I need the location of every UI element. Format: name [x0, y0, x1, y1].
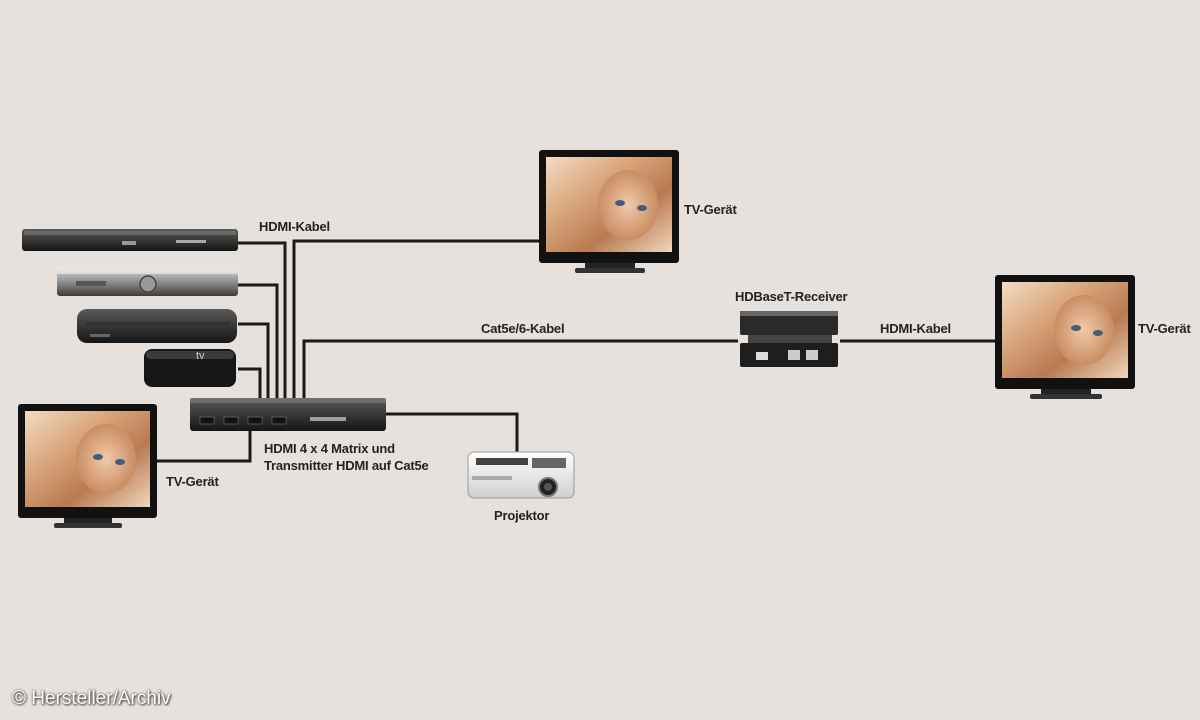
- game-console: [77, 309, 237, 343]
- label-matrix-line1: HDMI 4 x 4 Matrix und: [264, 441, 395, 456]
- label-matrix: HDMI 4 x 4 Matrix und Transmitter HDMI a…: [264, 440, 429, 474]
- label-hdmi-kabel-right: HDMI-Kabel: [880, 321, 951, 336]
- cable-to-tv-top: [292, 239, 540, 400]
- projector: [467, 451, 575, 499]
- hdmi-matrix: [190, 398, 386, 431]
- tv-left: [18, 404, 157, 528]
- copyright-credit: © Hersteller/Archiv: [12, 688, 171, 709]
- tv-top: [539, 150, 679, 273]
- label-tv-top: TV-Gerät: [684, 202, 737, 217]
- cable-to-tv-left: [156, 430, 252, 463]
- label-projector: Projektor: [494, 508, 550, 523]
- satellite-receiver: [57, 268, 238, 296]
- label-matrix-line2: Transmitter HDMI auf Cat5e: [264, 458, 429, 473]
- label-cat-kabel: Cat5e/6-Kabel: [481, 321, 565, 336]
- label-receiver: HDBaseT-Receiver: [735, 289, 848, 304]
- cables: [156, 239, 996, 463]
- label-tv-left: TV-Gerät: [166, 474, 219, 489]
- label-hdmi-kabel-top: HDMI-Kabel: [259, 219, 330, 234]
- hdbaset-receiver: [740, 311, 838, 367]
- apple-tv-mark: tv: [196, 350, 205, 362]
- cable-to-projector: [385, 412, 519, 452]
- label-tv-right: TV-Gerät: [1138, 321, 1191, 336]
- bluray-player: [22, 229, 238, 251]
- cable-to-receiver-cat: [302, 339, 738, 400]
- cable-bluray: [238, 241, 287, 400]
- apple-tv: tv: [144, 349, 236, 387]
- cable-ps3: [238, 322, 270, 400]
- tv-right: [995, 275, 1135, 399]
- cable-receiver-box: [238, 283, 279, 400]
- cable-apple-tv: [238, 367, 262, 400]
